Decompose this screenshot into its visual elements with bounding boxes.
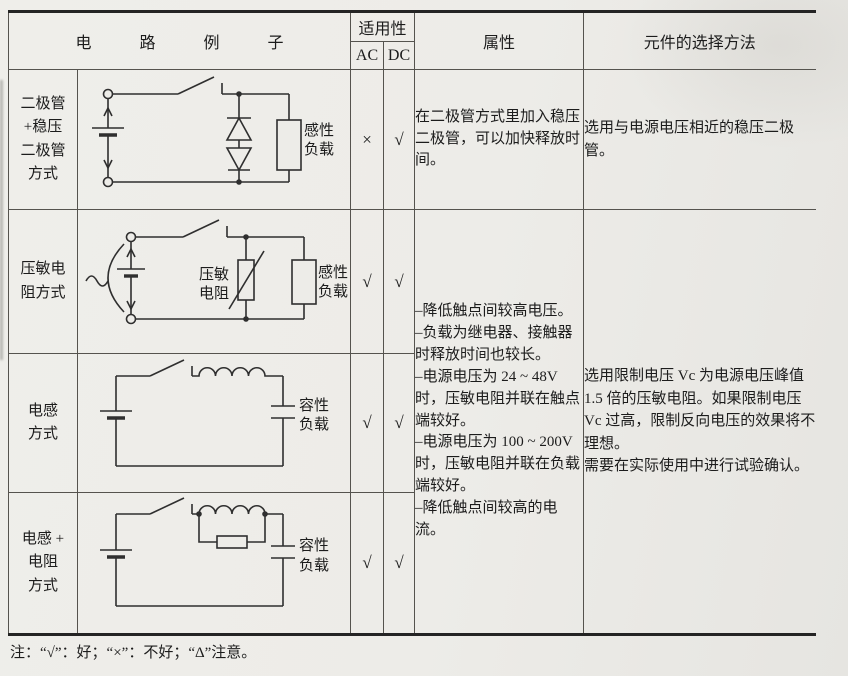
diode-symbol (225, 93, 253, 141)
header-applicability: 适用性 (350, 11, 416, 42)
capacitive-load-label: 容性 负载 (299, 397, 330, 434)
capacitor-symbol (271, 514, 295, 606)
switch-symbol (116, 358, 193, 377)
wire (112, 92, 289, 183)
switch-symbol (112, 75, 223, 95)
row-label-varistor: 压敏电 阻方式 (8, 209, 78, 354)
battery-symbol (100, 375, 132, 466)
dc-mark-row4: √ (383, 492, 416, 635)
circuit-cell-diode-zener: 感性 负载 (76, 69, 352, 210)
row-label-diode-zener: 二极管 +稳压 二极管 方式 (8, 69, 78, 210)
circuit-cell-inductor: 容性 负载 (76, 353, 352, 493)
row-label-inductor-resistor: 电感 + 电阻 方式 (8, 492, 78, 635)
circuit-diagram-inductor (100, 358, 295, 467)
attribute-item: –降低触点间较高的电流。 (415, 500, 558, 538)
selection-cell-merged: 选用限制电压 Vc 为电源电压峰值 1.5 倍的压敏电阻。如果限制电压 Vc 过… (583, 209, 816, 635)
header-circuit-examples: 电路例子 (7, 11, 352, 70)
inductive-load-label: 感性 负载 (304, 122, 335, 159)
dc-mark-row2: √ (383, 209, 416, 354)
row-label-inductor: 电感 方式 (8, 353, 78, 493)
load-resistor-symbol (276, 93, 302, 182)
battery-symbol (100, 514, 132, 606)
varistor-label: 压敏 电阻 (199, 266, 230, 303)
ac-dc-source-symbol (85, 231, 145, 324)
load-resistor-symbol (291, 236, 317, 319)
ac-mark-row1: × (350, 69, 385, 210)
ac-mark-row3: √ (350, 353, 385, 493)
switch-symbol (116, 497, 193, 515)
header-selection-method: 元件的选择方法 (583, 11, 816, 70)
legend-footnote: 注：“√”：好；“×”：不好；“Δ”注意。 (10, 645, 257, 661)
inductor-symbol (192, 366, 283, 377)
dc-mark-row1: √ (383, 69, 416, 210)
capacitor-symbol (271, 375, 295, 466)
ac-mark-row2: √ (350, 209, 385, 354)
protection-methods-table: 电路例子 适用性 属性 元件的选择方法 AC DC 二极管 +稳压 二极管 方式 (7, 10, 816, 636)
ac-mark-row4: √ (350, 492, 385, 635)
varistor-symbol (228, 236, 265, 319)
wire (135, 235, 304, 320)
parallel-resistor-symbol (198, 514, 266, 549)
inductive-load-label: 感性 负载 (318, 264, 349, 301)
header-ac: AC (350, 41, 385, 70)
attribute-item: –降低触点间较高电压。 (415, 303, 573, 320)
dc-source-symbol (92, 88, 124, 187)
circuit-cell-varistor: 压敏 电阻 感性 负载 (76, 209, 352, 354)
attribute-cell-row1: 在二极管方式里加入稳压二极管，可以加快释放时间。 (414, 69, 585, 210)
header-attributes: 属性 (414, 11, 585, 70)
selection-cell-row1: 选用与电源电压相近的稳压二极管。 (583, 69, 816, 210)
attribute-item: –电源电压为 100 ~ 200V 时，压敏电阻并联在负载端较好。 (415, 434, 581, 495)
circuit-diagram-diode-zener (92, 75, 302, 187)
circuit-diagram-varistor (85, 218, 317, 324)
ac-tilde-symbol (85, 274, 109, 287)
attribute-item: –负载为继电器、接触器时释放时间也较长。 (415, 324, 573, 363)
attribute-item: –电源电压为 24 ~ 48V 时，压敏电阻并联在触点端较好。 (415, 368, 581, 429)
selection-paragraph: 选用限制电压 Vc 为电源电压峰值 1.5 倍的压敏电阻。如果限制电压 Vc 过… (584, 368, 816, 452)
switch-symbol (135, 218, 228, 238)
header-circuit-examples-label: 电路例子 (75, 35, 332, 52)
selection-paragraph: 需要在实际使用中进行试验确认。 (584, 458, 810, 475)
header-dc: DC (383, 41, 416, 70)
attribute-cell-merged: –降低触点间较高电压。 –负载为继电器、接触器时释放时间也较长。 –电源电压为 … (414, 209, 585, 635)
circuit-diagram-inductor-resistor (100, 497, 295, 607)
dc-mark-row3: √ (383, 353, 416, 493)
inductor-symbol (192, 505, 283, 515)
scan-edge-shadow (0, 80, 3, 360)
capacitive-load-label: 容性 负载 (299, 538, 330, 574)
zener-diode-symbol (225, 139, 253, 182)
circuit-cell-inductor-resistor: 容性 负载 (76, 492, 352, 635)
